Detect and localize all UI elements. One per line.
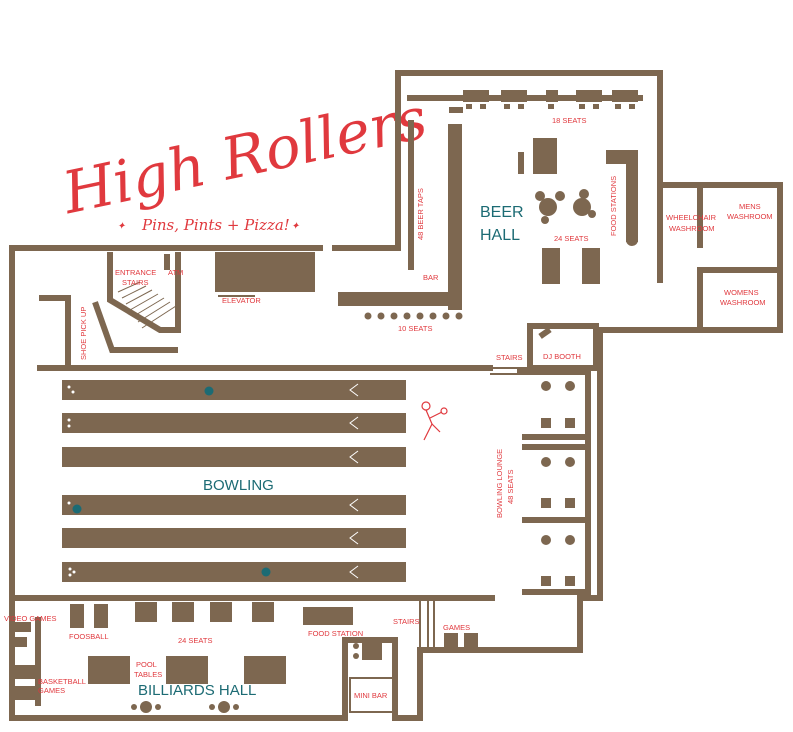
mens-washroom-label: WASHROOM bbox=[727, 212, 773, 221]
dj-booth-label: DJ BOOTH bbox=[543, 352, 581, 361]
video-games-label: VIDEO GAMES bbox=[4, 614, 57, 623]
lounge-seating bbox=[541, 381, 575, 586]
bowling-lanes bbox=[62, 380, 406, 582]
billiards-hall-label: BILLIARDS HALL bbox=[138, 682, 256, 699]
elevator-block bbox=[215, 252, 315, 292]
elevator-label: ELEVATOR bbox=[222, 296, 261, 305]
food-station-label: FOOD STATION bbox=[308, 629, 363, 638]
womens-washroom-label: WOMENS bbox=[724, 288, 759, 297]
games-label: GAMES bbox=[443, 623, 470, 632]
bowling-lounge-seats-label: 48 SEATS bbox=[506, 470, 515, 504]
wheelchair-washroom-label: WASHROOM bbox=[669, 224, 715, 233]
atm-label: ATM bbox=[168, 268, 183, 277]
bowler-figure-icon bbox=[421, 401, 448, 441]
basketball-games-label: GAMES bbox=[38, 686, 65, 695]
tables-top bbox=[463, 90, 638, 109]
beer-hall-seats-label: 24 SEATS bbox=[554, 234, 588, 243]
stairs-bottom-label: STAIRS bbox=[393, 617, 420, 626]
wheelchair-washroom-label: WHEELCHAIR bbox=[666, 213, 717, 222]
pool-tables-label: POOL bbox=[136, 660, 157, 669]
logo: High Rollers Pins, Pints + Pizza! ✦ ✦ bbox=[56, 84, 433, 234]
dj-booth-desk bbox=[538, 327, 552, 339]
pool-tables-label: TABLES bbox=[134, 670, 162, 679]
beer-taps-label: 48 BEER TAPS bbox=[416, 188, 425, 240]
entrance-stairs bbox=[117, 281, 177, 329]
mini-bar-label: MINI BAR bbox=[354, 691, 388, 700]
atm-block bbox=[164, 254, 170, 270]
food-stations-label: FOOD STATIONS bbox=[609, 176, 618, 236]
bar-label: BAR bbox=[423, 273, 439, 282]
billiards-furniture bbox=[13, 602, 478, 713]
bar-stools bbox=[364, 312, 463, 320]
logo-title: High Rollers bbox=[56, 84, 433, 228]
foosball-label: FOOSBALL bbox=[69, 632, 109, 641]
bar-seats-label: 10 SEATS bbox=[398, 324, 432, 333]
stairs-top-label: STAIRS bbox=[496, 353, 523, 362]
beer-hall-label: BEER bbox=[480, 204, 524, 221]
womens-washroom-label: WASHROOM bbox=[720, 298, 766, 307]
walls bbox=[9, 70, 783, 721]
star-icon: ✦ bbox=[291, 221, 300, 232]
star-icon: ✦ bbox=[117, 221, 126, 232]
seats-top-label: 18 SEATS bbox=[552, 116, 586, 125]
basketball-games-label: BASKETBALL bbox=[38, 677, 86, 686]
bowling-label: BOWLING bbox=[203, 477, 274, 494]
logo-tagline: Pins, Pints + Pizza! bbox=[141, 216, 290, 234]
entrance-stairs-label: ENTRANCE bbox=[115, 268, 156, 277]
beer-hall-seating bbox=[518, 138, 638, 284]
bowling-lounge-label: BOWLING LOUNGE bbox=[495, 449, 504, 518]
shoe-pickup-label: SHOE PICK UP bbox=[79, 307, 88, 360]
entrance-stairs-label: STAIRS bbox=[122, 278, 149, 287]
mens-washroom-label: MENS bbox=[739, 202, 761, 211]
billiards-seats-label: 24 SEATS bbox=[178, 636, 212, 645]
beer-hall-label: HALL bbox=[480, 227, 520, 244]
